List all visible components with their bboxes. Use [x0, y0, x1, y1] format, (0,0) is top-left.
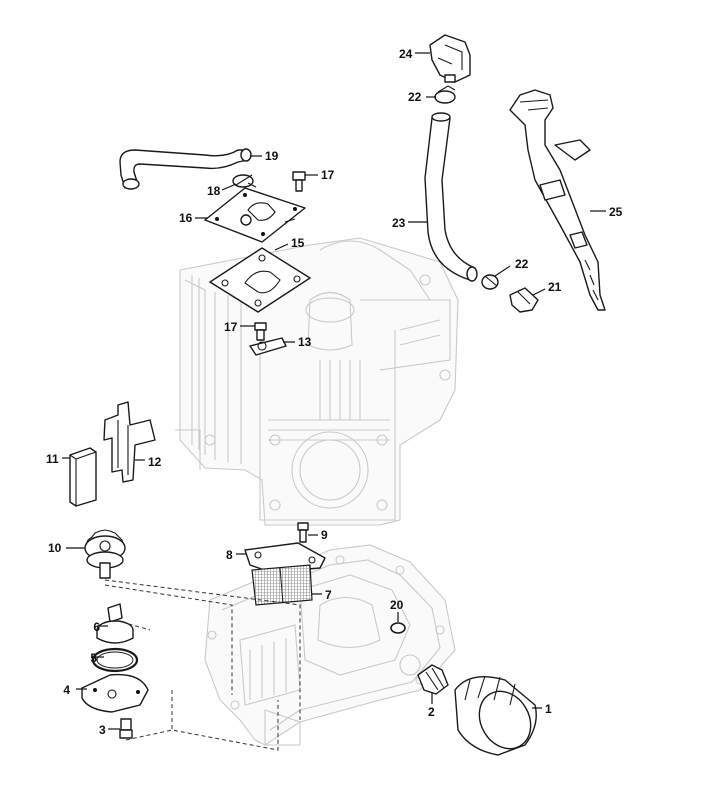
callout-20: 20 [390, 598, 404, 612]
callout-22-lower: 22 [515, 257, 529, 271]
part-20-small-o-ring [390, 622, 406, 634]
part-16-cover-plate [204, 187, 306, 243]
part-17-bolt-middle [254, 322, 267, 341]
part-21-fitting [509, 287, 539, 313]
part-19-breather-hose [119, 148, 252, 190]
callout-24: 24 [399, 47, 413, 61]
part-12-guide [103, 401, 156, 483]
engine-block-ghost [175, 237, 459, 526]
callout-11: 11 [46, 452, 59, 466]
part-15-gasket [209, 247, 311, 313]
callout-2: 2 [428, 705, 435, 719]
callout-5: 5 [90, 651, 97, 665]
callout-10: 10 [48, 541, 62, 555]
callout-6: 6 [93, 620, 100, 634]
part-4-pump-cover [81, 673, 149, 713]
callouts: 24 22 19 17 18 16 23 25 15 22 21 17 [46, 47, 623, 737]
part-2-filter-nipple [417, 664, 449, 695]
part-1-oil-filter [454, 675, 537, 756]
callout-17-middle: 17 [224, 320, 238, 334]
callout-17-top: 17 [321, 168, 335, 182]
part-22-clamp-lower [481, 274, 499, 290]
part-17-bolt-top [292, 171, 306, 192]
part-10-gear [84, 529, 126, 579]
callout-9: 9 [321, 528, 328, 542]
part-6-pump-rotor [96, 603, 134, 644]
part-11-block [69, 447, 97, 507]
callout-19: 19 [265, 149, 279, 163]
callout-21: 21 [548, 280, 562, 294]
callout-1: 1 [545, 702, 552, 716]
part-7-oil-screen [251, 564, 313, 606]
part-24-dipstick-head [429, 34, 471, 83]
part-23-tube [424, 112, 478, 282]
callout-7: 7 [325, 588, 332, 602]
part-8-baffle-plate [244, 542, 326, 573]
callout-12: 12 [148, 455, 162, 469]
callout-4: 4 [63, 683, 70, 697]
assembly-lines [104, 579, 301, 751]
callout-8: 8 [226, 548, 233, 562]
part-3-bolt [119, 718, 133, 739]
callout-18: 18 [207, 184, 221, 198]
part-9-bolt [297, 522, 309, 543]
part-13-bracket [249, 337, 287, 356]
callout-23: 23 [392, 216, 406, 230]
callout-13: 13 [298, 335, 312, 349]
callout-25: 25 [609, 205, 623, 219]
part-22-clamp-top [434, 85, 456, 104]
callout-16: 16 [179, 211, 193, 225]
callout-3: 3 [99, 723, 106, 737]
oil-pan-ghost [204, 544, 456, 746]
callout-15: 15 [291, 236, 305, 250]
part-25-dipstick-tube [509, 89, 606, 311]
part-5-o-ring [91, 647, 139, 673]
part-18-hose-clamp [232, 174, 257, 188]
callout-22-top: 22 [408, 90, 422, 104]
